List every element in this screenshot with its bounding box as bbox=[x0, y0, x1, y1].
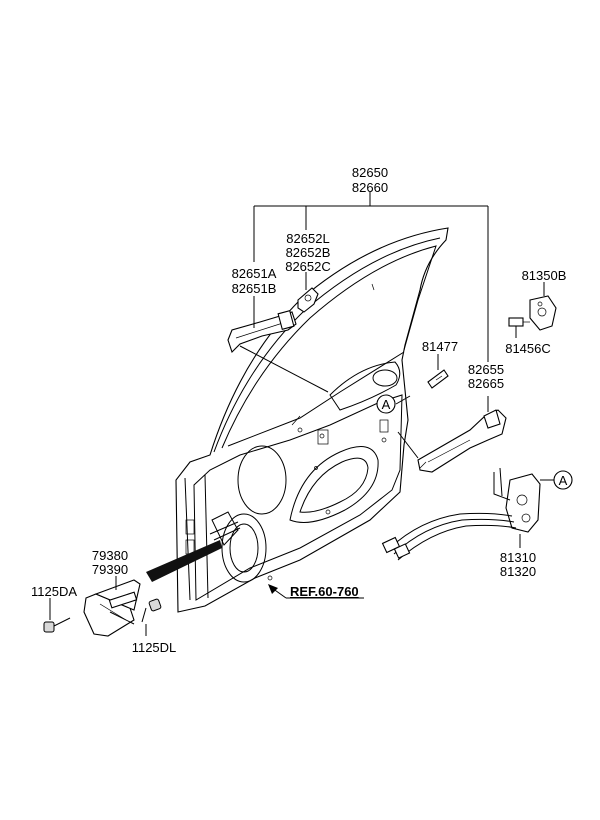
label-82652b: 82652B bbox=[286, 245, 331, 260]
label-82652c: 82652C bbox=[285, 259, 331, 274]
leader-lines bbox=[49, 192, 554, 636]
bolt-81456c bbox=[508, 317, 530, 327]
label-82651b: 82651B bbox=[232, 281, 277, 296]
callout-a-right-label: A bbox=[559, 473, 568, 488]
ref-label: REF.60-760 bbox=[290, 584, 359, 599]
label-81320: 81320 bbox=[500, 564, 536, 579]
label-82660: 82660 bbox=[352, 180, 388, 195]
key-cylinder-part bbox=[297, 287, 319, 313]
screw-81477 bbox=[427, 369, 449, 389]
callout-a-left: A bbox=[376, 394, 396, 414]
label-79380: 79380 bbox=[92, 548, 128, 563]
label-81456c: 81456C bbox=[505, 341, 551, 356]
part-labels: 82650 82660 82652L 82652B 82652C 82651A … bbox=[31, 165, 566, 655]
label-1125da: 1125DA bbox=[31, 584, 77, 599]
bolt-1125dl bbox=[141, 598, 162, 623]
callout-a-left-label: A bbox=[382, 397, 391, 412]
bolt-1125da bbox=[43, 617, 71, 633]
label-82650: 82650 bbox=[352, 165, 388, 180]
label-82655: 82655 bbox=[468, 362, 504, 377]
callout-a-right: A bbox=[553, 470, 573, 490]
label-82651a: 82651A bbox=[232, 266, 277, 281]
door-latch-part bbox=[493, 467, 541, 533]
label-81310: 81310 bbox=[500, 550, 536, 565]
label-82665: 82665 bbox=[468, 376, 504, 391]
striker-part bbox=[529, 295, 557, 331]
door-check-strap bbox=[146, 521, 241, 582]
outside-handle-part bbox=[227, 310, 297, 354]
latch-cables bbox=[381, 512, 517, 561]
label-81350b: 81350B bbox=[522, 268, 567, 283]
label-82652l: 82652L bbox=[286, 231, 329, 246]
door-checker-part bbox=[83, 579, 141, 637]
label-79390: 79390 bbox=[92, 562, 128, 577]
label-1125dl: 1125DL bbox=[132, 640, 177, 655]
label-81477: 81477 bbox=[422, 339, 458, 354]
inside-handle-part bbox=[417, 409, 507, 473]
